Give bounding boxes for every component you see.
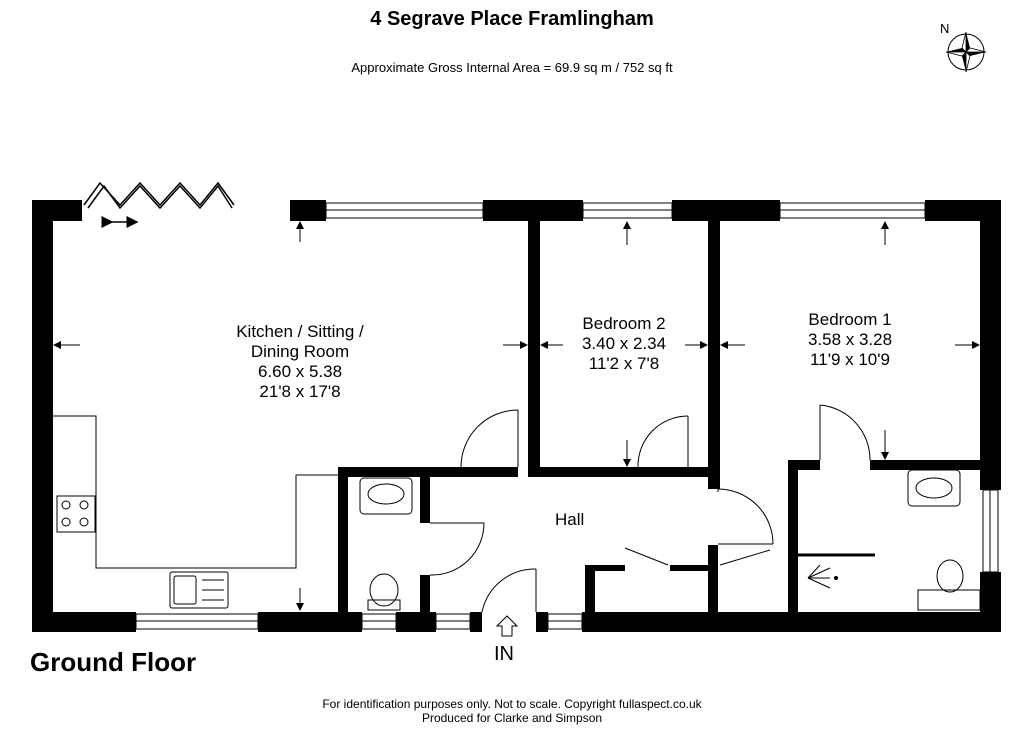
bedroom2-metric: 3.40 x 2.34 (581, 334, 667, 353)
bedroom1-name: Bedroom 1 (808, 310, 892, 329)
bathroom-fixtures (359, 469, 981, 611)
dimension-arrows (53, 221, 980, 611)
bedroom2-name: Bedroom 2 (582, 314, 666, 333)
footer-disclaimer: For identification purposes only. Not to… (322, 697, 702, 711)
room-label-bedroom1: Bedroom 1 3.58 x 3.28 11'9 x 10'9 (780, 310, 920, 370)
page-title: 4 Segrave Place Framlingham (370, 8, 654, 30)
room-label-bedroom2: Bedroom 2 3.40 x 2.34 11'2 x 7'8 (554, 314, 694, 374)
internal-walls (338, 221, 980, 612)
compass-icon (945, 31, 987, 73)
compass-north-label: N (940, 21, 950, 36)
doors (429, 404, 875, 613)
bedroom1-metric: 3.58 x 3.28 (807, 330, 893, 349)
entry-label: IN (494, 643, 514, 665)
kitchen-imperial: 21'8 x 17'8 (259, 382, 341, 401)
bedroom1-imperial: 11'9 x 10'9 (810, 350, 890, 369)
footer-produced-for: Produced for Clarke and Simpson (421, 711, 603, 725)
room-label-hall: Hall (555, 510, 585, 529)
kitchen-metric: 6.60 x 5.38 (257, 362, 343, 381)
kitchen-name-line2: Dining Room (250, 342, 350, 361)
room-label-kitchen: Kitchen / Sitting / Dining Room 6.60 x 5… (190, 322, 410, 402)
floor-label: Ground Floor (30, 647, 197, 677)
outer-walls (32, 200, 1001, 632)
bedroom2-imperial: 11'2 x 7'8 (588, 354, 660, 373)
entry-arrow-icon (495, 615, 519, 637)
kitchen-name-line1: Kitchen / Sitting / (236, 322, 364, 341)
bifold-doors (83, 181, 235, 228)
kitchen-units (53, 415, 338, 609)
windows (135, 202, 999, 630)
gross-area-subtitle: Approximate Gross Internal Area = 69.9 s… (351, 60, 673, 75)
